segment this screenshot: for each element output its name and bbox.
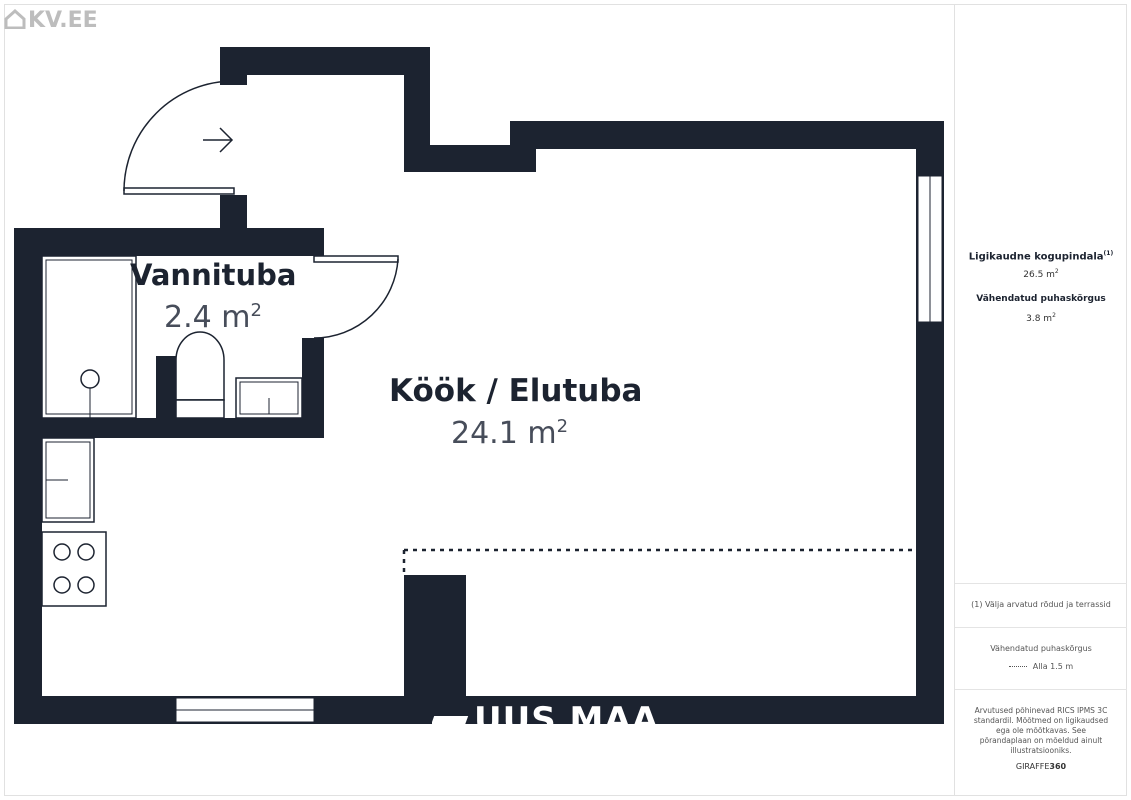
wall-bath-top xyxy=(14,228,324,256)
bathroom-door xyxy=(313,255,399,339)
walls xyxy=(14,47,944,724)
wall-bath-bottom xyxy=(14,418,324,438)
dotted-line-icon xyxy=(1008,666,1027,667)
room-area-kitchen-living-value: 24.1 m xyxy=(451,416,557,451)
agency-logo-text: UUS MAA xyxy=(474,700,660,724)
wall-bath-right-upper xyxy=(302,228,324,256)
total-area-label-text: Ligikaudne kogupindala xyxy=(968,251,1104,263)
total-area-value-text: 26.5 m xyxy=(1023,270,1055,280)
sidebar-divider xyxy=(955,583,1127,584)
legend-item: Alla 1.5 m xyxy=(955,662,1127,671)
doors xyxy=(123,80,399,339)
burner-icon xyxy=(77,543,95,561)
burner-icon xyxy=(53,576,71,594)
legend-item-text: Alla 1.5 m xyxy=(1032,662,1074,671)
reduced-height-value-text: 3.8 m xyxy=(1026,314,1053,324)
disclaimer: Arvutused põhinevad RICS IPMS 3C standar… xyxy=(973,706,1109,755)
footnote: (1) Välja arvatud rõdud ja terrassid xyxy=(971,600,1111,609)
room-name-bathroom: Vannituba xyxy=(130,258,297,292)
reduced-height-label: Vähendatud puhaskõrgus xyxy=(976,294,1106,304)
wall-left xyxy=(14,228,42,724)
wall-top-right xyxy=(510,121,944,149)
wall-hall-left-upper xyxy=(220,47,247,85)
windows xyxy=(175,175,943,723)
info-sidebar: Ligikaudne kogupindala(1) 26.5 m2 Vähend… xyxy=(954,4,1127,796)
room-name-kitchen-living: Köök / Elutuba xyxy=(389,373,643,409)
legend-title: Vähendatud puhaskõrgus xyxy=(990,644,1092,653)
page-frame xyxy=(4,4,1127,796)
wall-bottom xyxy=(14,696,944,724)
wall-column xyxy=(404,575,466,700)
total-area-value: 26.5 m2 xyxy=(955,268,1127,280)
sidebar-divider xyxy=(955,627,1127,628)
kitchen-fixtures xyxy=(41,437,107,607)
brand-logo-suffix: 360 xyxy=(1049,762,1067,771)
home-icon xyxy=(4,8,26,35)
brand-logo: GIRAFFE360 xyxy=(955,762,1127,771)
site-logo-text: KV.EE xyxy=(28,8,98,33)
room-area-kitchen-living-unit: 2 xyxy=(556,416,569,437)
total-area-note: (1) xyxy=(1103,250,1114,257)
entrance-door xyxy=(123,80,235,195)
agency-mark-icon xyxy=(432,715,469,724)
room-area-bathroom-unit: 2 xyxy=(250,300,262,321)
wall-bath-right-lower xyxy=(302,338,324,438)
shower xyxy=(41,255,137,419)
reduced-height-boundary xyxy=(402,548,916,575)
total-area-label: Ligikaudne kogupindala(1) xyxy=(955,250,1127,262)
wall-bath-stub xyxy=(156,356,176,426)
room-area-bathroom: 2.4 m2 xyxy=(164,300,262,335)
burner-icon xyxy=(77,576,95,594)
entrance-arrow-icon xyxy=(203,127,234,153)
total-area-value-unit: 2 xyxy=(1054,268,1059,275)
drain-icon xyxy=(80,369,100,389)
room-area-kitchen-living: 24.1 m2 xyxy=(451,416,568,451)
floor-plan xyxy=(14,47,944,724)
brand-logo-prefix: GIRAFFE xyxy=(1015,762,1050,771)
reduced-height-value-unit: 2 xyxy=(1052,312,1056,319)
reduced-height-value: 3.8 m2 xyxy=(955,312,1127,324)
toilet xyxy=(175,331,225,419)
bathroom-sink xyxy=(235,377,303,419)
wall-step xyxy=(510,121,536,172)
site-logo: KV.EE xyxy=(4,8,98,35)
burner-icon xyxy=(53,543,71,561)
sidebar-divider xyxy=(955,689,1127,690)
kitchen-sink xyxy=(41,437,95,523)
stove xyxy=(41,531,107,607)
bathroom-fixtures xyxy=(41,255,303,419)
agency-logo: UUS MAA xyxy=(432,700,659,724)
wall-hall-top xyxy=(220,47,430,75)
room-area-bathroom-value: 2.4 m xyxy=(164,300,251,335)
